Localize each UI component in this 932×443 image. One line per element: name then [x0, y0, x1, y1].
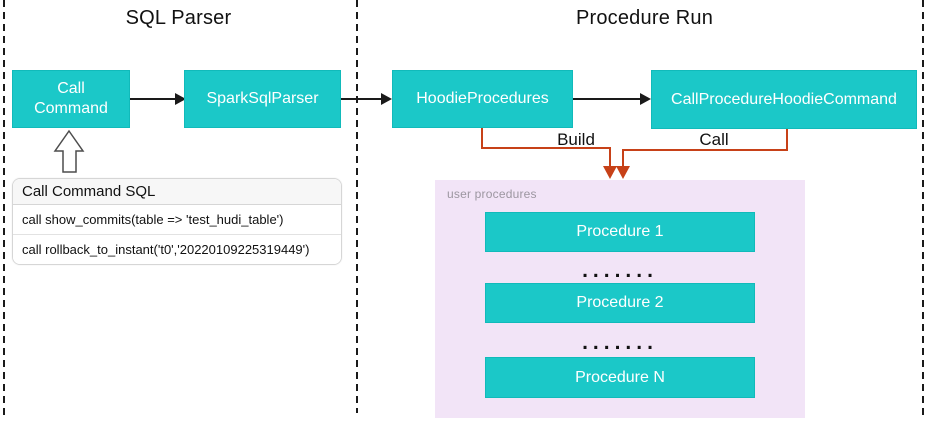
node-procedure-n: Procedure N: [485, 357, 755, 398]
section-title-sql-parser: SQL Parser: [125, 7, 232, 29]
node-procedure-1: Procedure 1: [485, 212, 755, 252]
connector-build-icon: [481, 128, 617, 179]
ellipsis-dots: .......: [582, 331, 658, 354]
sql-example-row: call show_commits(table => 'test_hudi_ta…: [13, 205, 341, 235]
section-title-procedure-run: Procedure Run: [575, 7, 714, 29]
user-procedures-label: user procedures: [447, 187, 537, 201]
arrow-sparksqlparser-to-hoodieprocedures-icon: [341, 93, 392, 105]
user-procedures-panel: user procedures Procedure 1 ....... Proc…: [435, 180, 805, 418]
edge-label-build: Build: [557, 130, 595, 149]
node-call-command: Call Command: [12, 70, 130, 128]
sql-panel-title: Call Command SQL: [13, 179, 341, 205]
node-sparksqlparser: SparkSqlParser: [184, 70, 341, 128]
edge-label-call: Call: [699, 130, 729, 149]
node-hoodieprocedures: HoodieProcedures: [392, 70, 573, 128]
sql-example-row: call rollback_to_instant('t0','202201092…: [13, 235, 341, 264]
node-procedure-2: Procedure 2: [485, 283, 755, 323]
arrow-call-command-to-sparksqlparser-icon: [130, 93, 186, 105]
hollow-up-arrow-icon: [53, 129, 85, 173]
connector-call-icon: [616, 129, 788, 179]
ellipsis-dots: .......: [582, 259, 658, 282]
arrow-hoodieprocedures-to-callprocedurehoodiecommand-icon: [573, 93, 651, 105]
node-callprocedurehoodiecommand: CallProcedureHoodieCommand: [651, 70, 917, 129]
call-command-sql-panel: Call Command SQL call show_commits(table…: [12, 178, 342, 265]
